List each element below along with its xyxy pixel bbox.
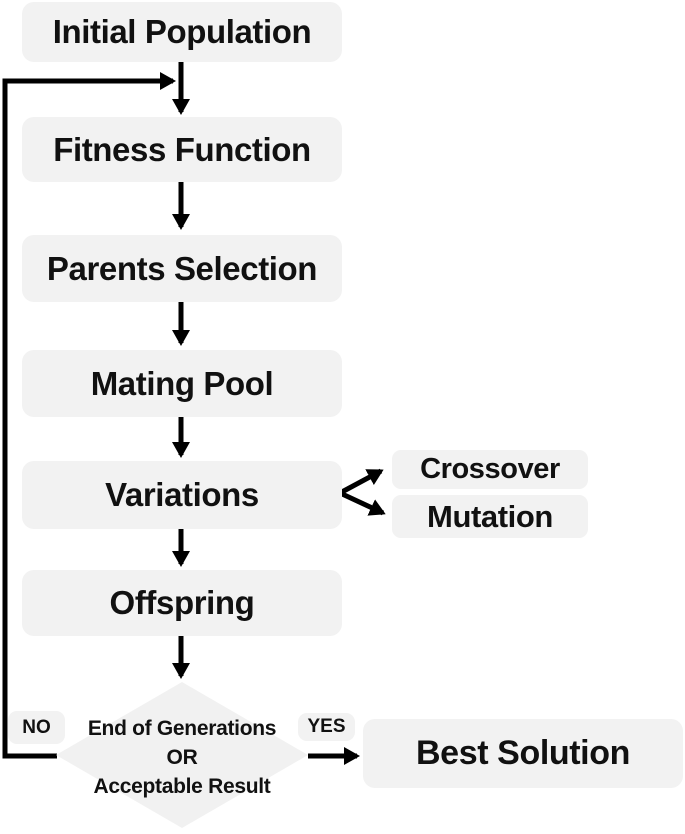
node-parents-selection-label: Parents Selection	[46, 249, 318, 287]
node-parents-selection: Parents Selection	[22, 235, 342, 302]
node-best-solution: Best Solution	[363, 719, 683, 788]
node-crossover-label: Crossover	[420, 453, 560, 485]
node-offspring-label: Offspring	[109, 584, 255, 621]
edge-label-yes: YES	[298, 713, 355, 741]
node-initial-population: Initial Population	[22, 2, 342, 62]
decision-diamond	[56, 682, 308, 828]
node-mating-pool: Mating Pool	[22, 350, 342, 417]
arrow-variations-to-crossover	[338, 468, 384, 496]
node-variations: Variations	[22, 461, 342, 529]
decision-line-3: Acceptable Result	[93, 775, 271, 798]
node-best-solution-label: Best Solution	[416, 734, 630, 772]
edge-label-no: NO	[8, 711, 65, 744]
no-feedback-loop-arrow	[2, 72, 176, 759]
node-offspring: Offspring	[22, 570, 342, 636]
edge-label-yes-text: YES	[307, 716, 346, 737]
node-mutation-label: Mutation	[427, 498, 553, 534]
node-crossover: Crossover	[392, 450, 588, 489]
node-initial-population-label: Initial Population	[52, 13, 312, 50]
node-fitness-function: Fitness Function	[22, 117, 342, 182]
node-mutation: Mutation	[392, 495, 588, 538]
decision-line-2: OR	[166, 746, 198, 769]
decision-text: End of Generations OR Acceptable Result	[46, 714, 318, 801]
arrow-variations-to-mutation	[338, 490, 386, 516]
node-variations-label: Variations	[105, 476, 259, 513]
edge-label-no-text: NO	[22, 716, 51, 738]
node-fitness-function-label: Fitness Function	[53, 130, 311, 168]
decision-line-1: End of Generations	[87, 717, 277, 740]
node-mating-pool-label: Mating Pool	[90, 364, 274, 402]
